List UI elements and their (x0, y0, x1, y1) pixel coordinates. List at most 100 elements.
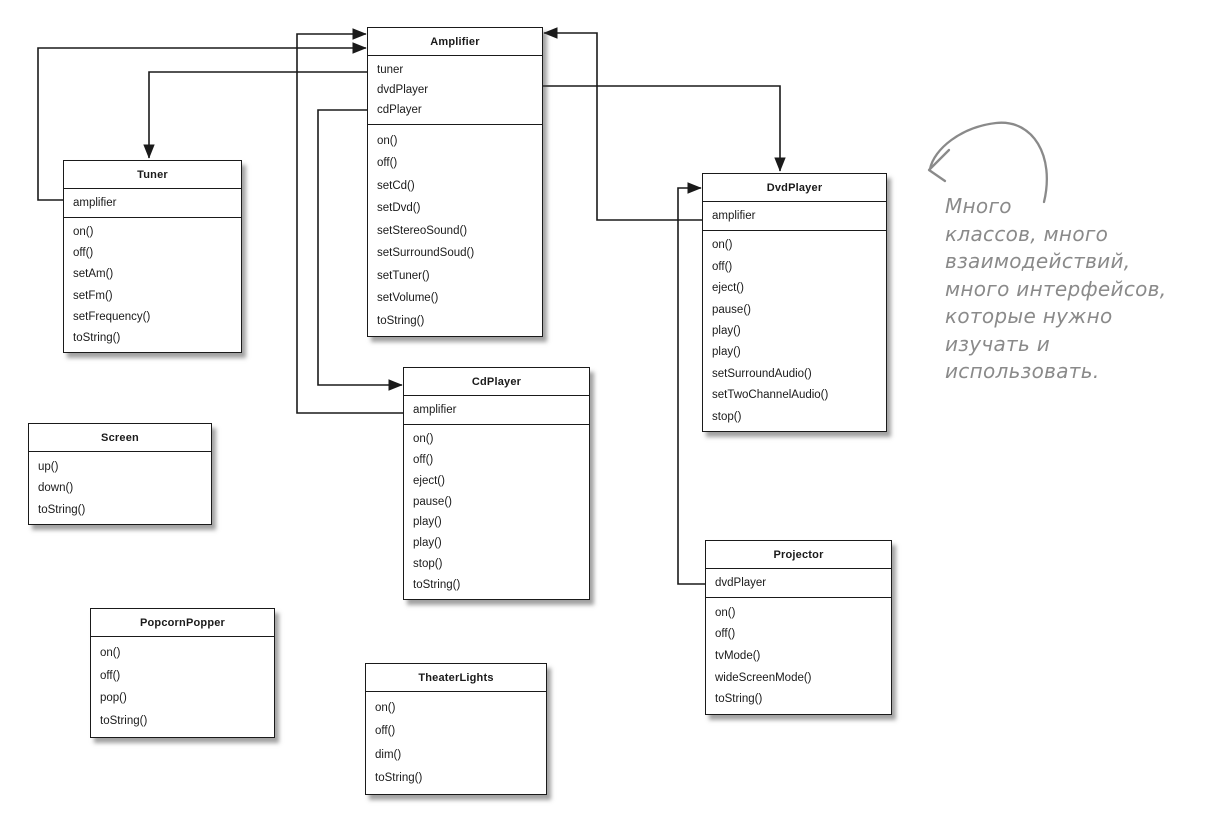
class-methods: on() off() setCd() setDvd() setStereoSound()… (368, 125, 542, 336)
class-title: PopcornPopper (91, 609, 274, 637)
class-title: TheaterLights (366, 664, 546, 692)
association-arrow-dvdplayer-amplifier-to-amplifier (543, 27, 702, 221)
annotation-line: использовать. (945, 359, 1100, 383)
class-box-popcornpopper: PopcornPopper on() off() pop() toString() (90, 608, 275, 738)
class-method: off() (715, 628, 736, 641)
class-attribute: amplifier (413, 404, 457, 416)
association-arrow-amplifier-dvdplayer-to-dvdplayer (543, 85, 786, 172)
class-methods: on() off() eject() pause() play() play() setSu… (703, 231, 886, 431)
class-method: setTuner() (377, 269, 430, 282)
class-attributes: dvdPlayer (706, 569, 891, 598)
class-method: eject() (712, 282, 744, 295)
class-title: Tuner (64, 161, 241, 189)
association-arrow-projector-dvdplayer-to-dvdplayer (677, 182, 705, 585)
handwritten-annotation: Много классов, много взаимодействий, много … (945, 193, 1226, 386)
class-methods: on()off()eject()pause()play()play()stop(… (404, 425, 589, 599)
class-attribute: tuner (377, 64, 404, 76)
association-arrow-cdplayer-amplifier-to-amplifier (296, 28, 403, 414)
class-method: toString() (73, 331, 121, 344)
annotation-line: взаимодействий, (945, 249, 1131, 273)
class-box-screen: Screen up() down() toString() (28, 423, 212, 525)
class-method: wideScreenMode() (715, 671, 812, 684)
class-method: on() (100, 646, 121, 659)
annotation-line: много интерфейсов, (945, 276, 1167, 301)
class-attribute: amplifier (73, 197, 117, 209)
class-method: setDvd() (377, 202, 421, 214)
class-box-projector: Projector dvdPlayer on() off() tvMode() wideS… (705, 540, 892, 715)
class-methods: on() off() pop() toString() (91, 637, 274, 737)
class-method: on() (375, 702, 396, 715)
class-method: pause() (413, 495, 452, 508)
class-method: on() (715, 606, 736, 619)
class-box-theaterlights: TheaterLights on() off() dim() toString() (365, 663, 547, 795)
class-methods: on() off() setAm() setFm() setFrequency() toS… (64, 218, 241, 352)
class-box-cdplayer: CdPlayer amplifier on() off() eject() pause()… (403, 367, 590, 600)
class-method: setFm() (73, 289, 113, 302)
class-method: on() (413, 432, 434, 445)
class-attribute: dvdPlayer (715, 577, 767, 589)
class-method: toString() (375, 771, 423, 784)
class-title: Amplifier (368, 28, 542, 56)
class-method: off() (100, 669, 121, 682)
class-method: off() (712, 260, 733, 273)
class-attributes: amplifier (404, 396, 589, 425)
class-method: toString() (413, 579, 461, 591)
class-method: off() (413, 453, 434, 466)
class-attributes: amplifier (64, 189, 241, 218)
class-method: setSurroundAudio() (712, 367, 812, 380)
class-method: dim() (375, 748, 402, 761)
class-method: toString() (377, 314, 425, 327)
class-method: play() (413, 516, 442, 529)
class-method: off() (73, 247, 94, 260)
class-method: pause() (712, 303, 751, 316)
class-title: CdPlayer (404, 368, 589, 396)
class-method: on() (377, 134, 398, 147)
class-box-dvdplayer: DvdPlayer amplifier on() off() eject() pause(… (702, 173, 887, 432)
class-method: on() (73, 226, 94, 239)
class-method: play() (712, 324, 741, 337)
class-attributes: amplifier (703, 202, 886, 231)
class-methods: on() off() dim() toString() (366, 692, 546, 794)
annotation-line: которые нужно (945, 304, 1113, 328)
class-attributes: tuner dvdPlayer cdPlayer (368, 56, 542, 125)
class-box-amplifier: Amplifier tuner dvdPlayer cdPlayer on() off()… (367, 27, 543, 337)
class-method: up() (38, 460, 59, 473)
class-attribute: amplifier (712, 210, 756, 222)
class-method: on() (712, 239, 733, 252)
class-method: down() (38, 482, 74, 494)
class-method: off() (375, 725, 396, 738)
class-method: setAm() (73, 268, 114, 281)
curved-annotation-arrow (927, 121, 1048, 204)
class-box-tuner: Tuner amplifier on() off() setAm() setFm() set… (63, 160, 242, 353)
association-arrow-amplifier-cdplayer-to-cdplayer (317, 109, 403, 391)
annotation-line: изучать и (945, 331, 1051, 356)
class-method: stop() (712, 410, 742, 423)
class-title: Screen (29, 424, 211, 452)
class-method: toString() (38, 503, 86, 516)
association-arrow-amplifier-tuner-to-tuner (143, 71, 367, 159)
class-method: setVolume() (377, 292, 439, 304)
association-arrow-tuner-amplifier-to-amplifier (37, 42, 367, 201)
class-method: pop() (100, 692, 127, 705)
class-title: Projector (706, 541, 891, 569)
class-method: toString() (715, 693, 763, 706)
class-title: DvdPlayer (703, 174, 886, 202)
class-method: off() (377, 157, 398, 169)
class-method: setFrequency() (73, 310, 151, 323)
class-method: tvMode() (715, 649, 761, 662)
class-method: setCd() (377, 179, 415, 192)
class-method: play() (712, 346, 741, 359)
class-method: toString() (100, 715, 148, 728)
class-attribute: cdPlayer (377, 104, 422, 116)
class-method: play() (413, 537, 442, 550)
class-method: setSurroundSoud() (377, 247, 475, 259)
class-attribute: dvdPlayer (377, 84, 429, 96)
class-method: setStereoSound() (377, 224, 468, 237)
class-method: eject() (413, 474, 445, 487)
annotation-line: классов, много (945, 221, 1109, 246)
annotation-line: Много (945, 194, 1012, 218)
class-methods: up() down() toString() (29, 452, 211, 524)
class-methods: on() off() tvMode() wideScreenMode() toStrin… (706, 598, 891, 714)
